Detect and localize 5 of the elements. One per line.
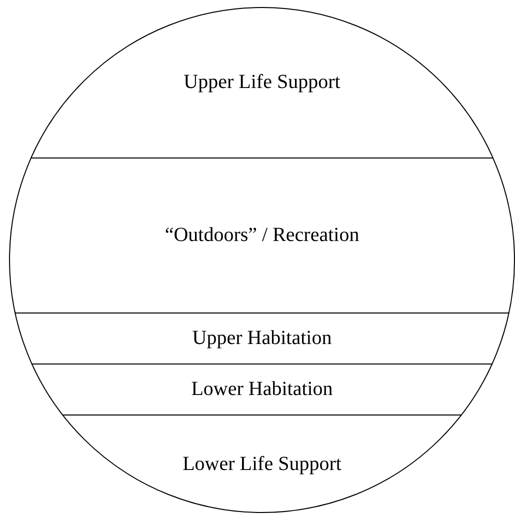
band-label: Lower Habitation xyxy=(191,377,333,402)
band-label: “Outdoors” / Recreation xyxy=(164,223,360,248)
band-label: Lower Life Support xyxy=(182,452,342,476)
band-label: Upper Life Support xyxy=(184,70,340,95)
band-label: Upper Habitation xyxy=(192,326,332,351)
